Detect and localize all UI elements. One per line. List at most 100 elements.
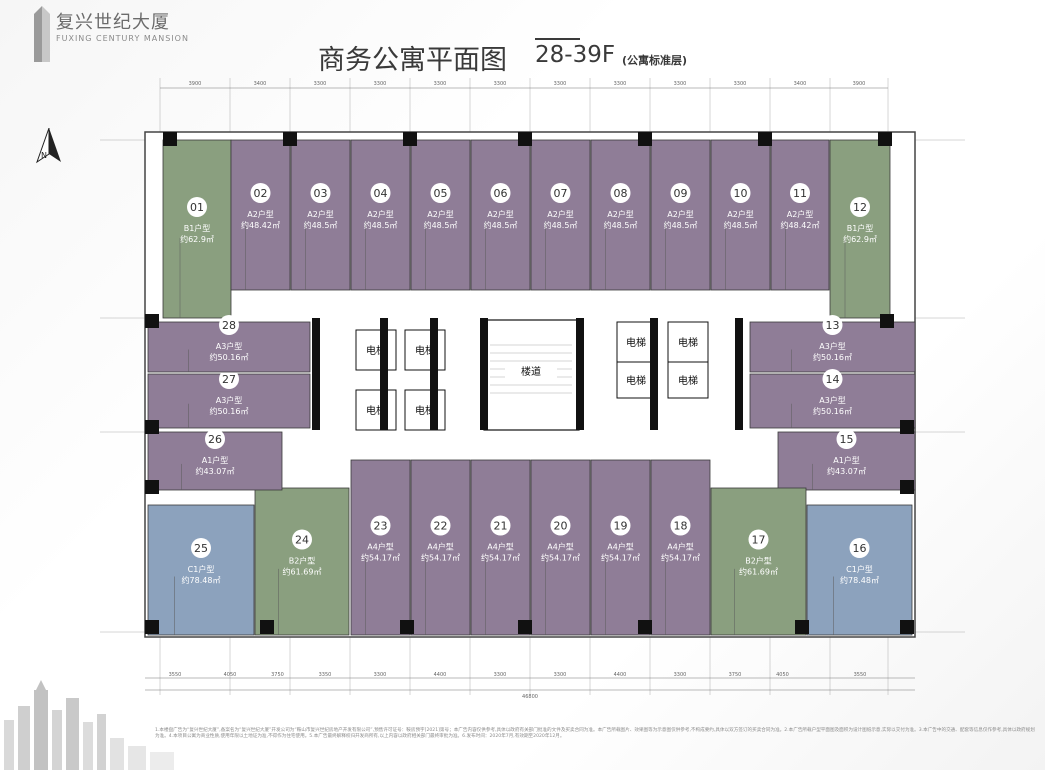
unit-area: 约50.16㎡	[813, 406, 852, 416]
unit-area: 约50.16㎡	[813, 352, 852, 362]
stair-label-bg	[505, 362, 557, 380]
unit-23	[350, 459, 411, 636]
structural-column	[403, 132, 417, 146]
unit-number: 17	[752, 534, 766, 547]
unit-number: 02	[254, 187, 268, 200]
dimension-label-top: 3400	[794, 81, 807, 87]
unit-type: A1户型	[202, 455, 229, 465]
unit-number-badge	[205, 429, 225, 449]
structural-column	[260, 620, 274, 634]
dimension-label-top: 3300	[614, 81, 627, 87]
unit-number: 03	[314, 187, 328, 200]
structural-column	[518, 132, 532, 146]
unit-type: C1户型	[846, 564, 873, 574]
unit-number-badge	[610, 515, 631, 536]
unit-number-badge	[490, 183, 511, 203]
dimension-label-bottom: 3750	[729, 672, 742, 678]
unit-number-badge	[822, 315, 843, 335]
unit-type: C1户型	[188, 564, 215, 574]
unit-area: 约61.69㎡	[739, 567, 778, 577]
unit-type: A4户型	[667, 542, 694, 552]
unit-17	[710, 487, 807, 636]
page-title: 商务公寓平面图	[318, 45, 507, 76]
dimension-label-top: 3300	[674, 81, 687, 87]
unit-number: 15	[840, 433, 854, 446]
unit-type: A3户型	[216, 395, 243, 405]
unit-type: A3户型	[216, 341, 243, 351]
dimension-label-top: 3300	[374, 81, 387, 87]
unit-type: A2户型	[427, 209, 454, 219]
floor-range-note: (公寓标准层)	[622, 54, 688, 67]
unit-number-badge	[670, 183, 691, 203]
unit-type: A2户型	[367, 209, 394, 219]
unit-number-badge	[610, 183, 631, 203]
structural-column	[145, 480, 159, 494]
unit-number-badge	[430, 515, 451, 536]
unit-type: A3户型	[819, 395, 846, 405]
unit-area: 约54.17㎡	[541, 553, 580, 563]
unit-type: A2户型	[247, 209, 274, 219]
elevator-shaft	[355, 329, 397, 371]
dimension-label-bottom: 3550	[169, 672, 182, 678]
unit-number: 11	[793, 187, 807, 200]
dimension-label-top: 3300	[554, 81, 567, 87]
unit-number-badge	[822, 369, 843, 389]
floor-range: 28-39F	[535, 42, 616, 68]
unit-area: 约62.9㎡	[180, 234, 214, 244]
elevator-shaft	[404, 329, 446, 371]
unit-type: B2户型	[289, 556, 316, 566]
elevator-shaft	[667, 361, 709, 399]
structural-column	[518, 620, 532, 634]
unit-21	[470, 459, 531, 636]
unit-number: 28	[222, 319, 236, 332]
unit-number-badge	[292, 529, 312, 550]
unit-number-badge	[836, 429, 857, 449]
unit-area: 约48.42㎡	[241, 220, 280, 230]
dimension-label-bottom: 4050	[224, 672, 237, 678]
structural-column	[900, 480, 914, 494]
stair-label: 楼道	[521, 365, 541, 378]
unit-type: A4户型	[487, 542, 514, 552]
skyline-decoration	[4, 680, 174, 770]
unit-number: 05	[434, 187, 448, 200]
dimension-label-bottom: 3350	[319, 672, 332, 678]
unit-area: 约48.42㎡	[781, 220, 820, 230]
unit-number: 06	[494, 187, 508, 200]
dimension-label-bottom: 3300	[494, 672, 507, 678]
unit-number-badge	[850, 197, 870, 217]
unit-number: 08	[614, 187, 628, 200]
unit-number-badge	[550, 515, 571, 536]
unit-01	[162, 139, 232, 319]
unit-area: 约78.48㎡	[840, 575, 879, 585]
unit-area: 约54.17㎡	[661, 553, 700, 563]
core-wall	[430, 318, 438, 430]
unit-type: A2户型	[307, 209, 334, 219]
unit-number-badge	[730, 183, 751, 203]
dimension-label-bottom: 4400	[614, 672, 627, 678]
unit-number: 10	[734, 187, 748, 200]
unit-16	[806, 504, 913, 636]
unit-type: B2户型	[745, 556, 772, 566]
unit-number: 21	[494, 520, 508, 533]
unit-19	[590, 459, 651, 636]
elevator-label: 电梯	[678, 336, 698, 349]
core-wall	[480, 318, 488, 430]
core-wall	[576, 318, 584, 430]
unit-18	[650, 459, 711, 636]
unit-number-badge	[191, 538, 211, 558]
unit-type: A2户型	[787, 209, 814, 219]
unit-number: 04	[374, 187, 388, 200]
unit-type: A2户型	[487, 209, 514, 219]
dimension-label-top: 3400	[254, 81, 267, 87]
unit-type: A2户型	[607, 209, 634, 219]
unit-09	[650, 139, 711, 291]
brand-logo: 复兴世纪大厦 FUXING CENTURY MANSION	[34, 6, 188, 62]
unit-number-badge	[370, 515, 391, 536]
structural-column	[878, 132, 892, 146]
unit-area: 约48.5㎡	[424, 220, 458, 230]
unit-area: 约61.69㎡	[283, 567, 322, 577]
unit-number: 23	[374, 520, 388, 533]
unit-type: A1户型	[833, 455, 860, 465]
unit-20	[530, 459, 591, 636]
elevator-shaft	[404, 389, 446, 431]
